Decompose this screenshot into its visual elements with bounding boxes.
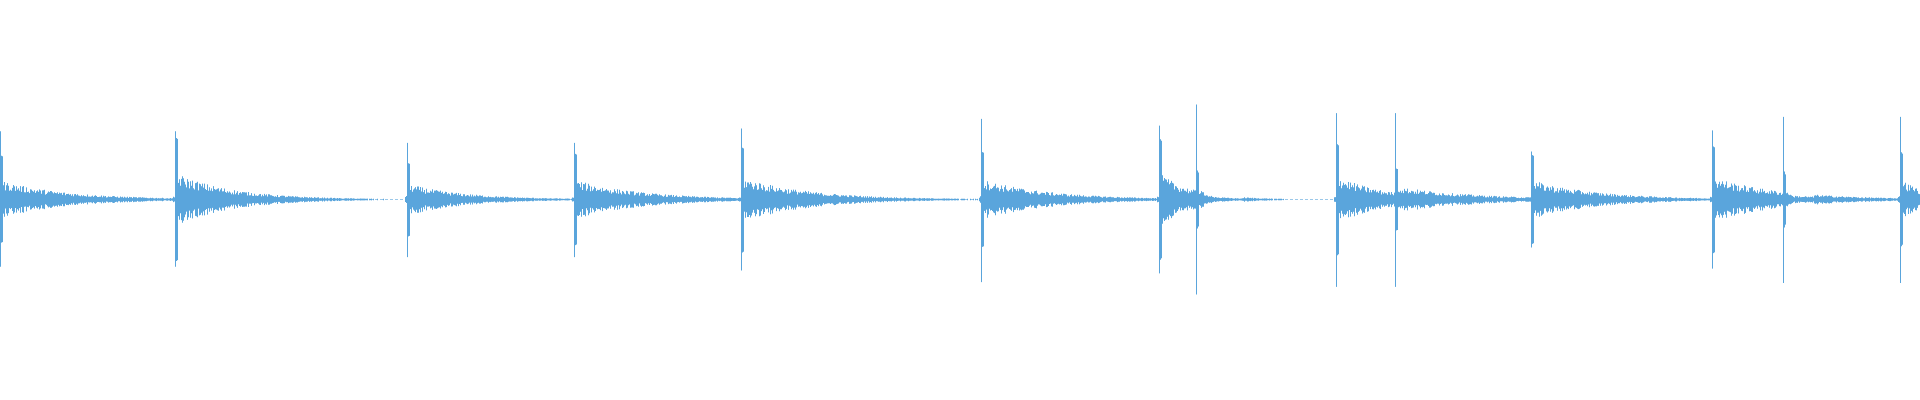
waveform-amplitude-bars bbox=[0, 104, 1920, 295]
waveform-path bbox=[0, 104, 1920, 295]
